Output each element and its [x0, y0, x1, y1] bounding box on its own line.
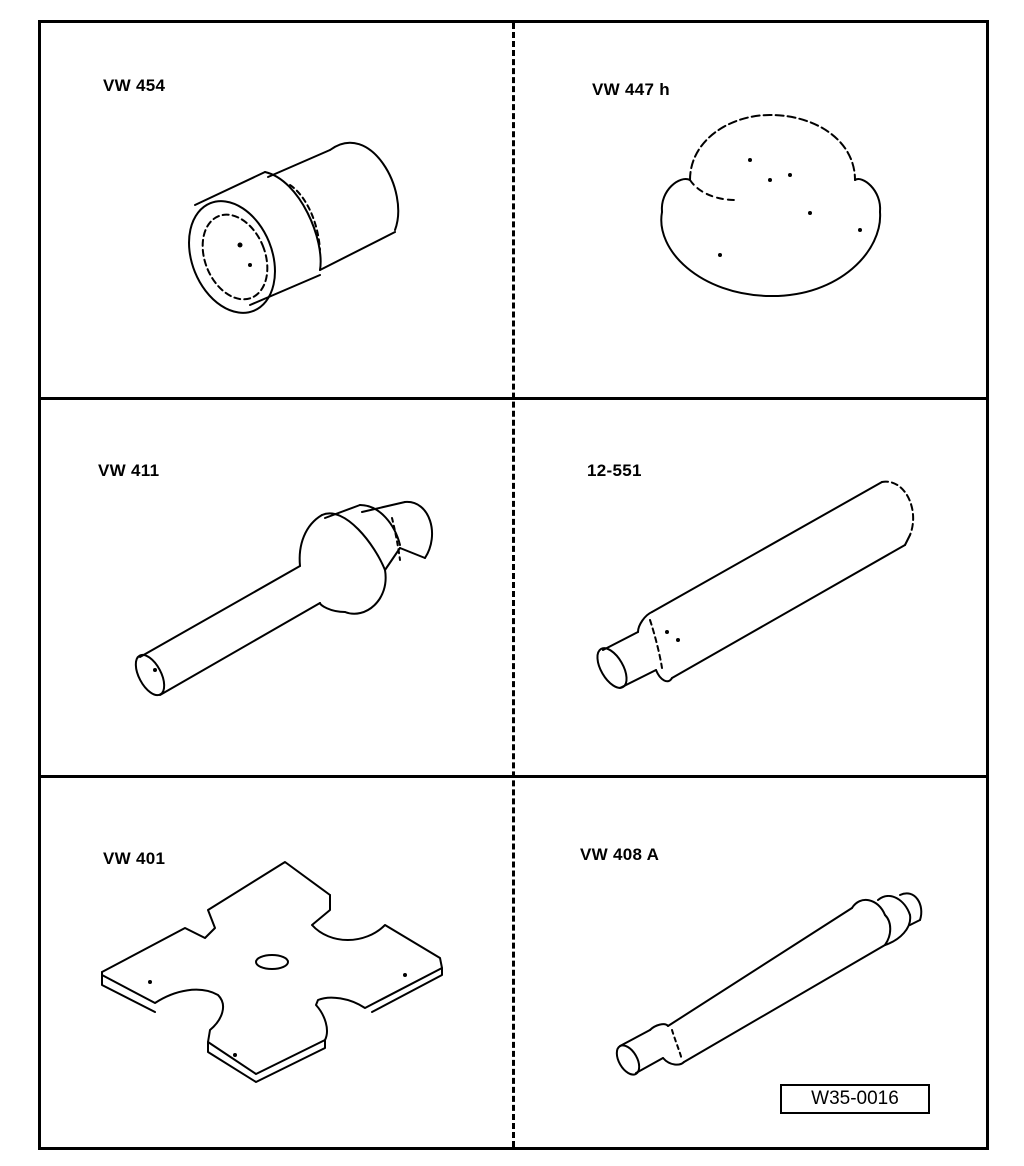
panel-label-12-551: 12-551 — [587, 461, 642, 480]
drawing-reference-number: W35-0016 — [780, 1084, 930, 1114]
vertical-divider — [512, 23, 515, 1147]
panel-label-vw401: VW 401 — [103, 849, 166, 868]
panel-label-vw447h: VW 447 h — [592, 80, 670, 99]
panel-label-vw454: VW 454 — [103, 76, 166, 95]
cross-thrust-plate-icon — [101, 861, 443, 1083]
panel-label-vw408a: VW 408 A — [580, 845, 660, 864]
long-drift-rod-icon — [596, 480, 915, 689]
stepped-drift-rod-icon — [134, 500, 434, 697]
cup-thrust-plate-icon — [660, 114, 882, 298]
tool-sheet — [38, 20, 989, 1150]
panel-label-vw411: VW 411 — [98, 461, 160, 480]
sleeve-drift-icon — [188, 141, 400, 314]
slim-drift-rod-icon — [615, 892, 923, 1076]
horizontal-divider-bottom — [41, 775, 986, 778]
horizontal-divider-top — [41, 397, 986, 400]
